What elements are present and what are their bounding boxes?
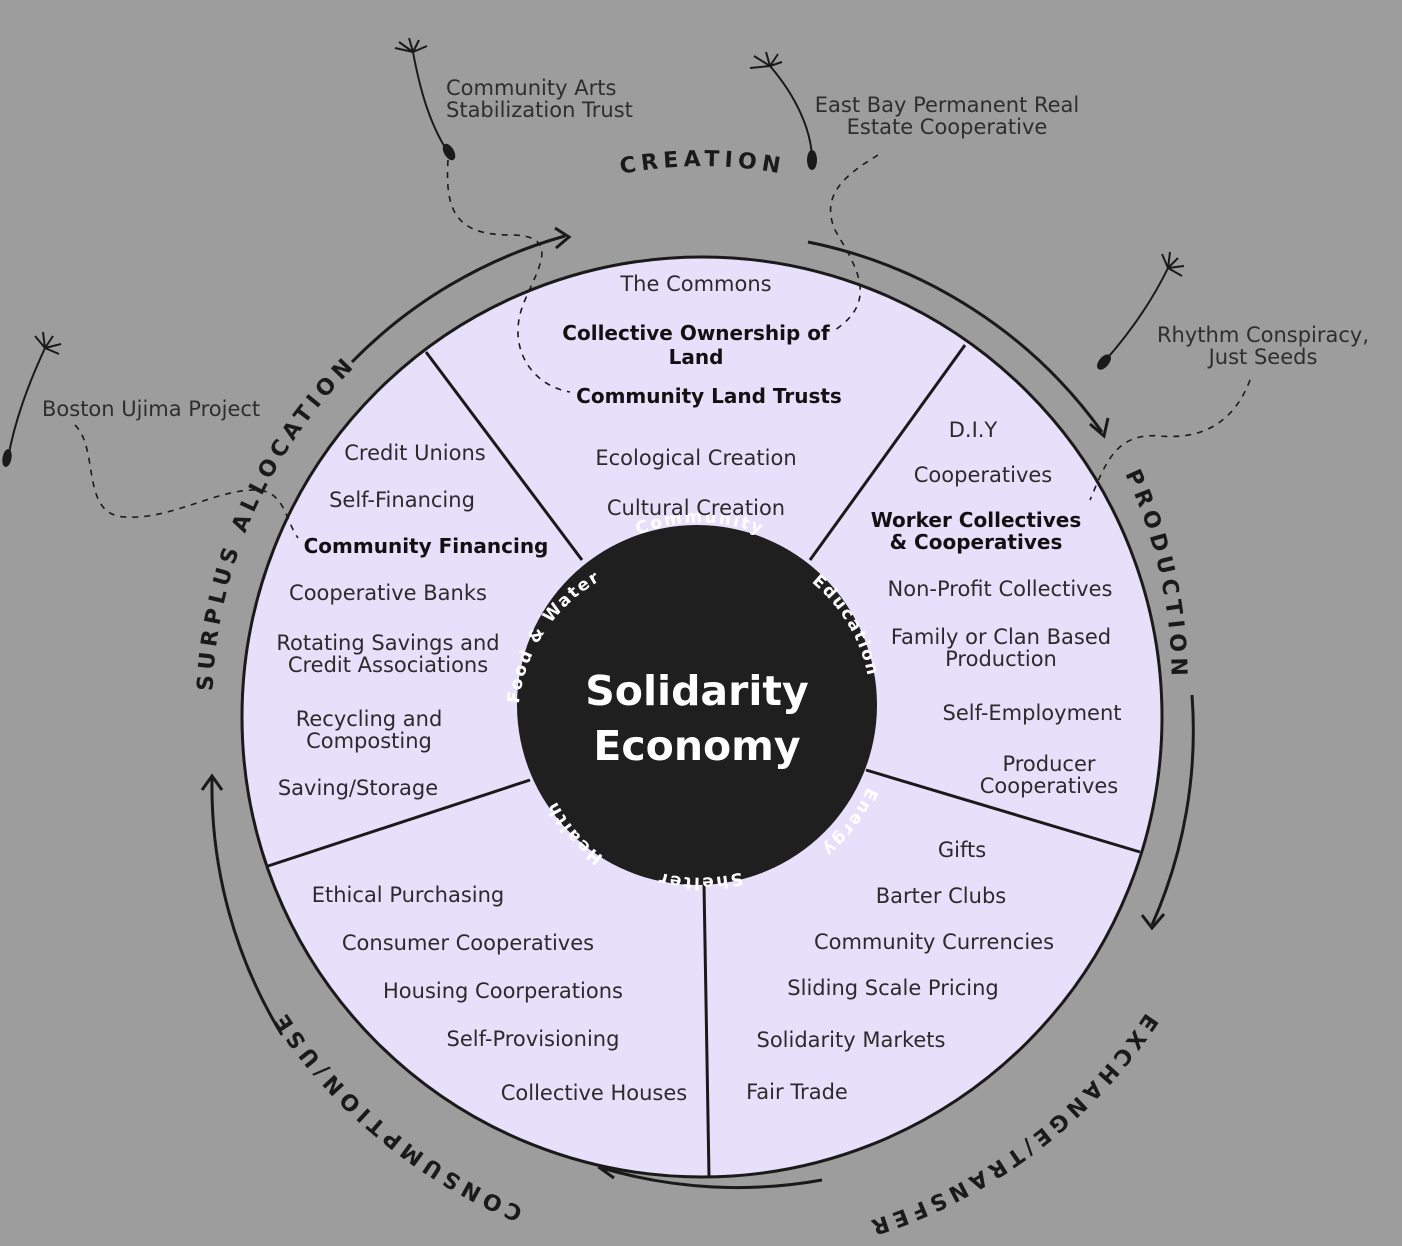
seed-paths (74, 154, 1251, 539)
item-ethical-purchasing: Ethical Purchasing (312, 883, 505, 907)
item-producer-coops-line2: Cooperatives (980, 774, 1118, 798)
item-the-commons: The Commons (619, 272, 771, 296)
center-title-line1: Solidarity (585, 667, 808, 715)
item-recycling-line1: Recycling and (296, 707, 443, 731)
item-saving-storage: Saving/Storage (278, 776, 438, 800)
item-worker-collectives-line1: Worker Collectives (871, 508, 1082, 532)
item-worker-collectives-line2: & Cooperatives (890, 530, 1063, 554)
item-sliding-scale: Sliding Scale Pricing (787, 976, 998, 1000)
cycle-arrow-icon (200, 226, 1166, 1180)
item-collective-houses: Collective Houses (501, 1081, 688, 1105)
seed-path-rhythm (1089, 379, 1251, 501)
seed-label-boston: Boston Ujima Project (42, 397, 260, 421)
sector-dividers (267, 344, 1141, 1178)
item-community-currencies: Community Currencies (814, 930, 1054, 954)
cycle-arrow-exchange-consumption (601, 1166, 823, 1190)
item-gifts: Gifts (938, 838, 986, 862)
item-recycling-line2: Composting (306, 729, 432, 753)
center-title-line2: Economy (593, 722, 800, 770)
sector-production: D.I.Y Cooperatives Worker Collectives & … (871, 418, 1122, 798)
sector-creation: The Commons Collective Ownership of Land… (562, 272, 842, 520)
seed-label-east-bay-line2: Estate Cooperative (847, 115, 1048, 139)
item-collective-ownership-line1: Collective Ownership of (562, 321, 830, 345)
seed-path-boston (74, 424, 299, 539)
item-cultural-creation: Cultural Creation (607, 496, 785, 520)
item-self-provisioning: Self-Provisioning (447, 1027, 620, 1051)
cycle-arrow-creation-production (807, 240, 1104, 433)
item-rotating-line1: Rotating Savings and (276, 631, 499, 655)
seed-label-east-bay-line1: East Bay Permanent Real (815, 93, 1080, 117)
sector-exchange: Gifts Barter Clubs Community Currencies … (746, 838, 1054, 1104)
item-non-profit-collectives: Non-Profit Collectives (888, 577, 1113, 601)
item-credit-unions: Credit Unions (344, 441, 485, 465)
seed-path-east-bay (829, 154, 879, 331)
cycle-arrow-consumption-surplus (210, 777, 284, 1036)
item-cooperatives: Cooperatives (914, 463, 1052, 487)
seed-labels: Community Arts Stabilization Trust East … (42, 76, 1369, 421)
item-solidarity-markets: Solidarity Markets (757, 1028, 946, 1052)
item-producer-coops-line1: Producer (1002, 752, 1095, 776)
stage-creation: CREATION (618, 147, 782, 180)
dandelion-seed-icon (2, 37, 1185, 467)
item-self-financing: Self-Financing (329, 488, 475, 512)
item-community-land-trusts: Community Land Trusts (576, 384, 842, 408)
item-family-clan-line1: Family or Clan Based (891, 625, 1111, 649)
item-consumer-coops: Consumer Cooperatives (342, 931, 594, 955)
item-self-employment: Self-Employment (943, 701, 1122, 725)
seed-label-arts-line1: Community Arts (446, 76, 616, 100)
item-barter-clubs: Barter Clubs (876, 884, 1006, 908)
seed-path-arts (446, 159, 571, 393)
item-diy: D.I.Y (949, 418, 998, 442)
svg-text:CREATION: CREATION (618, 147, 787, 180)
item-rotating-line2: Credit Associations (288, 653, 488, 677)
center-circle (517, 525, 877, 885)
sector-consumption: Ethical Purchasing Consumer Cooperatives… (312, 883, 688, 1105)
item-community-financing: Community Financing (304, 534, 549, 558)
item-collective-ownership-line2: Land (669, 345, 724, 369)
item-cooperative-banks: Cooperative Banks (289, 581, 487, 605)
item-ecological-creation: Ecological Creation (595, 446, 796, 470)
seed-label-arts-line2: Stabilization Trust (446, 98, 633, 122)
seed-label-rhythm-line2: Just Seeds (1207, 345, 1318, 369)
seed-label-rhythm-line1: Rhythm Conspiracy, (1157, 323, 1369, 347)
cycle-arrow-surplus-creation (350, 234, 566, 364)
cycle-arrows (210, 234, 1195, 1190)
sector-surplus: Credit Unions Self-Financing Community F… (276, 441, 548, 800)
item-housing-coops: Housing Coorperations (383, 979, 623, 1003)
cycle-arrow-production-exchange (1150, 694, 1195, 926)
item-family-clan-line2: Production (945, 647, 1057, 671)
item-fair-trade: Fair Trade (746, 1080, 848, 1104)
